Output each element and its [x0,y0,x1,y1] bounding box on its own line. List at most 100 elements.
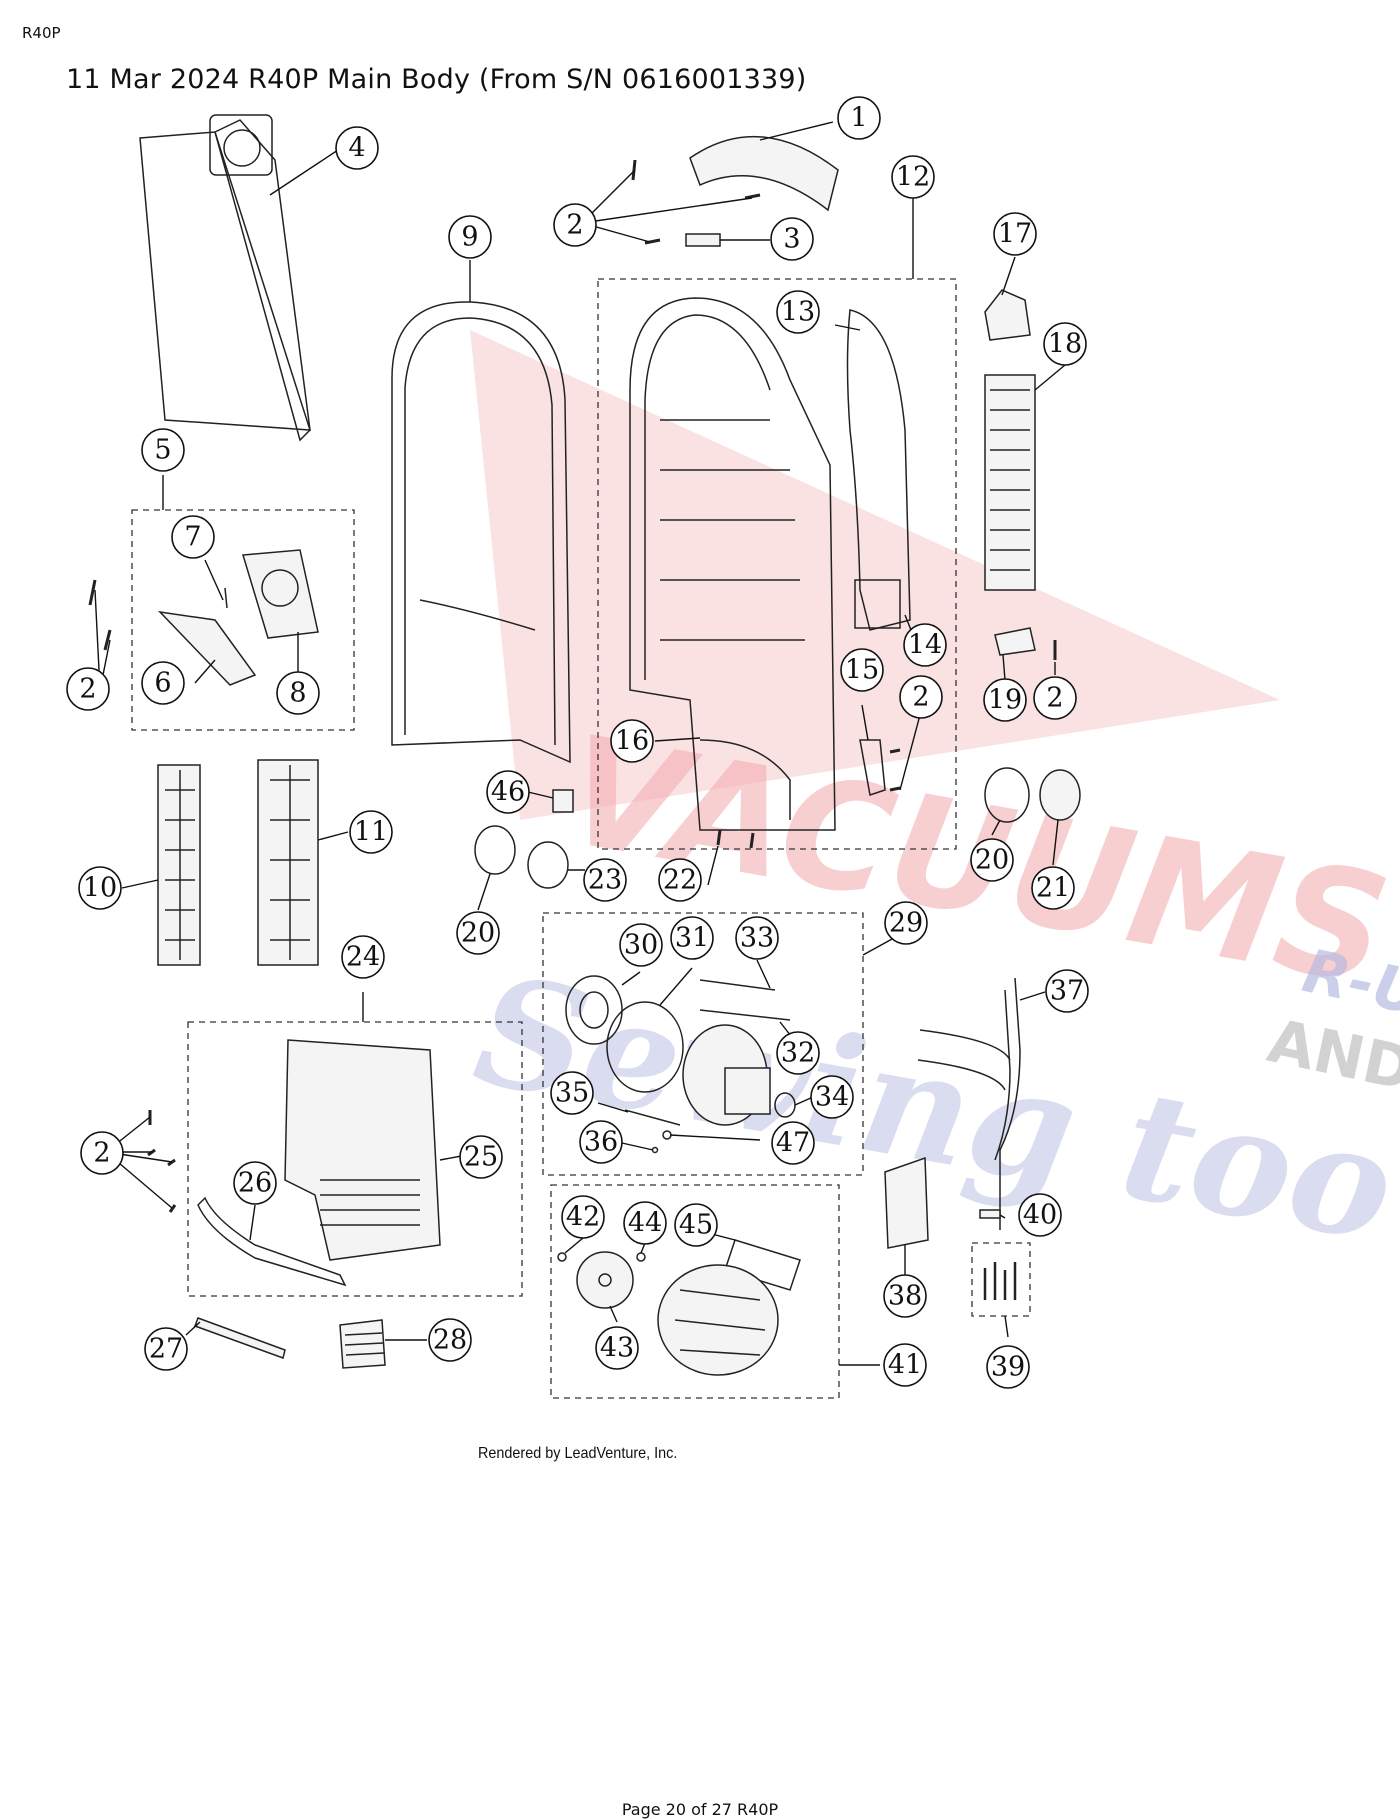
part-4-bag-panel [139,114,312,442]
svg-text:11: 11 [354,817,388,848]
svg-text:42: 42 [566,1202,600,1233]
part-17-clip [984,289,1031,341]
callout-2: 2 [66,667,110,711]
callout-36: 36 [579,1120,623,1164]
part-39-pins [983,1262,1017,1300]
callout-12: 12 [891,155,935,199]
svg-text:2: 2 [79,674,96,705]
part-20-ring-right [984,767,1030,823]
callout-4: 4 [335,126,379,170]
svg-text:47: 47 [776,1128,810,1159]
svg-text:37: 37 [1050,976,1084,1007]
part-14-seal [854,579,901,629]
callout-9: 9 [448,215,492,259]
svg-text:14: 14 [908,630,942,661]
callout-19: 19 [983,678,1027,722]
group-box-39 [971,1242,1031,1317]
callout-2: 2 [899,675,943,719]
svg-text:23: 23 [588,865,622,896]
callout-22: 22 [658,858,702,902]
part-21-cap [1039,769,1081,821]
callout-2: 2 [1033,676,1077,720]
callout-30: 30 [619,923,663,967]
part-38-board [884,1156,929,1249]
svg-text:19: 19 [988,685,1022,716]
part-31-ring [606,1001,684,1093]
callout-10: 10 [78,866,122,910]
svg-text:44: 44 [628,1208,662,1239]
svg-text:45: 45 [679,1210,713,1241]
callout-44: 44 [623,1201,667,1245]
part-20-ring-left [474,825,516,875]
svg-text:27: 27 [149,1334,183,1365]
group-box-12 [597,278,957,850]
callout-21: 21 [1031,866,1075,910]
callout-29: 29 [884,901,928,945]
svg-text:10: 10 [83,873,117,904]
part-15-bracket [859,739,886,796]
svg-text:17: 17 [998,219,1032,250]
part-1-top-cover [689,135,839,212]
svg-text:2: 2 [566,210,583,241]
part-28-grille [339,1319,386,1369]
part-44-ring [636,1252,646,1262]
svg-text:6: 6 [154,668,171,699]
svg-text:16: 16 [615,726,649,757]
callout-40: 40 [1018,1193,1062,1237]
group-box-41 [550,1184,840,1399]
callout-34: 34 [810,1075,854,1119]
callout-8: 8 [276,671,320,715]
callout-24: 24 [341,935,385,979]
callout-11: 11 [349,810,393,854]
callout-45: 45 [674,1203,718,1247]
svg-text:12: 12 [896,162,930,193]
group-box-5 [131,509,355,731]
part-10-filter-frame [157,764,201,966]
svg-text:32: 32 [781,1038,815,1069]
callout-7: 7 [171,515,215,559]
callout-47: 47 [771,1121,815,1165]
callout-20: 20 [456,911,500,955]
svg-text:28: 28 [433,1325,467,1356]
svg-text:29: 29 [889,908,923,939]
svg-text:40: 40 [1023,1200,1057,1231]
callout-2: 2 [80,1131,124,1175]
svg-text:4: 4 [348,133,365,164]
svg-text:22: 22 [663,865,697,896]
svg-text:24: 24 [346,942,380,973]
svg-text:30: 30 [624,930,658,961]
part-3-bracket [685,233,721,247]
callout-33: 33 [735,916,779,960]
callout-5: 5 [141,428,185,472]
callout-6: 6 [141,661,185,705]
part-32-cable [699,1009,791,1021]
callout-23: 23 [583,858,627,902]
part-37-harness [917,977,1021,1230]
part-23-gasket [527,841,569,889]
svg-text:13: 13 [781,297,815,328]
svg-text:21: 21 [1036,873,1070,904]
part-40-connector [979,1209,1001,1219]
part-6-lever [157,610,257,686]
page-footer: Page 20 of 27 R40P [621,1800,779,1819]
callout-39: 39 [986,1345,1030,1389]
callout-42: 42 [561,1195,605,1239]
callout-18: 18 [1043,322,1087,366]
part-42-ring [557,1252,567,1262]
group-box-24 [187,1021,523,1297]
svg-text:41: 41 [888,1350,922,1381]
svg-text:2: 2 [93,1138,110,1169]
part-30-pad-inner [579,991,609,1029]
callout-17: 17 [993,212,1037,256]
callout-2: 2 [553,203,597,247]
svg-text:36: 36 [584,1127,618,1158]
svg-text:18: 18 [1048,329,1082,360]
svg-text:43: 43 [600,1333,634,1364]
svg-text:9: 9 [461,222,478,253]
part-41-motor [657,1264,779,1376]
callout-25: 25 [459,1135,503,1179]
callout-13: 13 [776,290,820,334]
svg-text:15: 15 [845,655,879,686]
callout-32: 32 [776,1031,820,1075]
